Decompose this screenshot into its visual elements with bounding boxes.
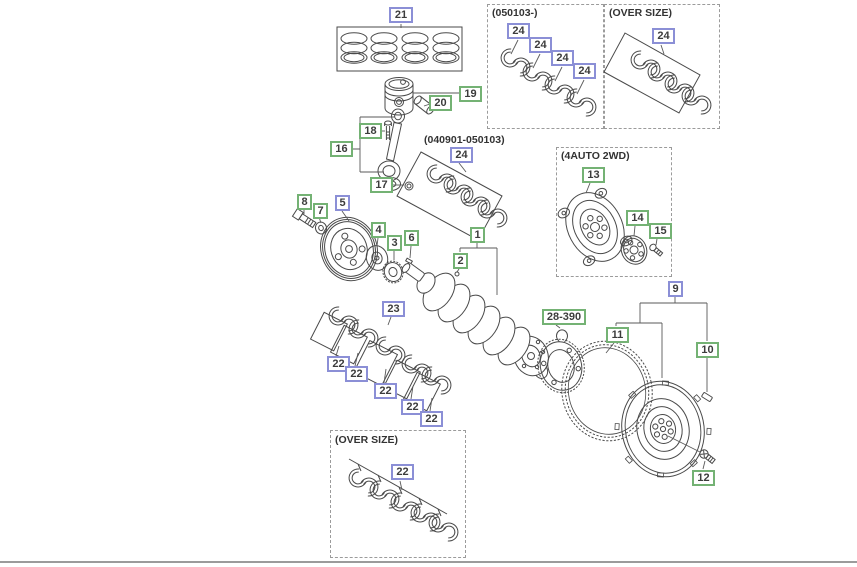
- rod-bearings-oversize: [603, 32, 714, 116]
- callout-24[interactable]: 24: [450, 147, 473, 163]
- callout-20[interactable]: 20: [429, 95, 452, 111]
- crankshaft: [401, 262, 549, 379]
- callout-24[interactable]: 24: [551, 50, 574, 66]
- callout-28-390[interactable]: 28-390: [542, 309, 586, 325]
- main-bearings-oversize: [346, 458, 461, 543]
- callout-7[interactable]: 7: [313, 203, 328, 219]
- woodruff-key: [404, 257, 414, 265]
- dowel-pin: [701, 392, 713, 402]
- callout-4[interactable]: 4: [371, 222, 386, 238]
- callout-19[interactable]: 19: [459, 86, 482, 102]
- drive-plate-bolt: [649, 243, 664, 257]
- callout-18[interactable]: 18: [359, 123, 382, 139]
- rod-bearings-050103: [498, 47, 599, 117]
- pulley-hub: [365, 245, 389, 271]
- callout-1[interactable]: 1: [470, 227, 485, 243]
- section-title-050103: (050103-): [492, 7, 538, 19]
- callout-22[interactable]: 22: [401, 399, 424, 415]
- callout-24[interactable]: 24: [652, 28, 675, 44]
- rod-nut: [404, 181, 414, 191]
- callout-5[interactable]: 5: [335, 195, 350, 211]
- callout-24[interactable]: 24: [529, 37, 552, 53]
- callout-3[interactable]: 3: [387, 235, 402, 251]
- callout-11[interactable]: 11: [606, 327, 629, 343]
- flywheel-bolt: [699, 449, 716, 465]
- callout-21[interactable]: 21: [389, 7, 413, 23]
- callout-22[interactable]: 22: [374, 383, 397, 399]
- callout-22[interactable]: 22: [420, 411, 443, 427]
- timing-sprocket: [382, 260, 404, 284]
- leader-lines: [303, 24, 708, 491]
- pulley-bolt: [291, 207, 317, 229]
- callout-14[interactable]: 14: [626, 210, 649, 226]
- callout-24[interactable]: 24: [507, 23, 530, 39]
- callout-15[interactable]: 15: [649, 223, 672, 239]
- flywheel: [614, 380, 712, 478]
- callout-23[interactable]: 23: [382, 301, 405, 317]
- callout-13[interactable]: 13: [582, 167, 605, 183]
- section-title-oversize-bottom: (OVER SIZE): [335, 434, 399, 446]
- drive-plate: [557, 187, 633, 267]
- rod-bolt: [384, 120, 392, 140]
- piston-ring-set: [336, 26, 463, 72]
- section-title-auto-2wd: (4AUTO 2WD): [561, 150, 630, 162]
- piston: [384, 77, 414, 116]
- section-title-040901: (040901-050103): [424, 134, 505, 146]
- section-box-rod-bearings-050103: [487, 4, 604, 129]
- callout-22[interactable]: 22: [327, 356, 350, 372]
- callout-12[interactable]: 12: [692, 470, 715, 486]
- section-title-oversize-top: (OVER SIZE): [609, 7, 673, 19]
- callout-24[interactable]: 24: [573, 63, 596, 79]
- section-box-main-bearings-oversize: [330, 430, 466, 558]
- section-box-rod-bearings-oversize: [604, 4, 720, 129]
- callout-10[interactable]: 10: [696, 342, 719, 358]
- callout-16[interactable]: 16: [330, 141, 353, 157]
- callout-9[interactable]: 9: [668, 281, 683, 297]
- callout-22[interactable]: 22: [391, 464, 414, 480]
- crank-spacer-clip: [556, 329, 568, 343]
- callout-22[interactable]: 22: [345, 366, 368, 382]
- bottom-divider: [0, 561, 857, 563]
- crankshaft-pulley: [320, 216, 378, 282]
- rod-bearings-040901: [396, 151, 510, 241]
- callout-17[interactable]: 17: [370, 177, 393, 193]
- ring-gear: [561, 340, 653, 442]
- callout-6[interactable]: 6: [404, 230, 419, 246]
- section-box-auto-2wd: [556, 147, 672, 277]
- callout-8[interactable]: 8: [297, 194, 312, 210]
- callout-2[interactable]: 2: [453, 253, 468, 269]
- drive-plate-adapter: [620, 235, 648, 265]
